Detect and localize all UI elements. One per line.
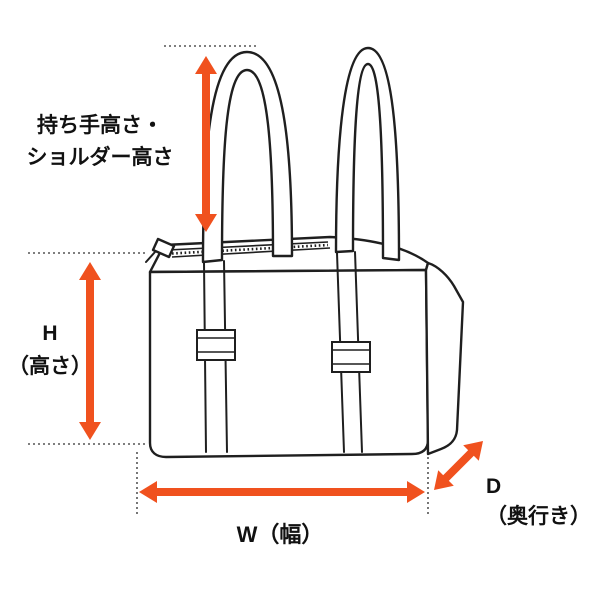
zipper-pull-tail [145,251,156,263]
zipper-track-line [167,241,329,251]
arrowhead-down-icon [195,214,217,232]
arrowhead-left-icon [139,481,157,503]
arrowhead-right-icon [407,481,425,503]
guide-lines [28,45,429,515]
bag-front-face [148,268,430,459]
height-arrow [79,262,101,440]
arrowhead-down-icon [79,422,101,440]
bag-side-face [424,261,465,456]
bag-height-label: H （高さ） [8,322,92,378]
zipper-pull [151,237,176,259]
zipper-teeth [171,243,329,255]
zipper [145,237,331,263]
bag-handle-back [334,46,401,262]
bag-width-label: W（幅） [236,522,324,547]
handle-height-label: 持ち手高さ・ ショルダー高さ [26,114,174,169]
buckle [196,329,236,361]
bag-depth-label: D （奥行き） [486,475,591,529]
bag-handle-front [201,50,294,264]
width-arrow [139,481,425,503]
arrowhead-downleft-icon [434,470,454,490]
bag-illustration [145,46,465,459]
buckle [331,341,371,373]
depth-arrow [434,441,483,490]
handle-height-arrow [195,56,217,232]
arrowhead-up-icon [195,56,217,74]
arrowhead-up-icon [79,262,101,280]
zipper-track-line [171,247,331,258]
arrowhead-upright-icon [463,441,483,461]
strap-buckles [196,329,371,373]
arrow-shaft [441,448,476,483]
